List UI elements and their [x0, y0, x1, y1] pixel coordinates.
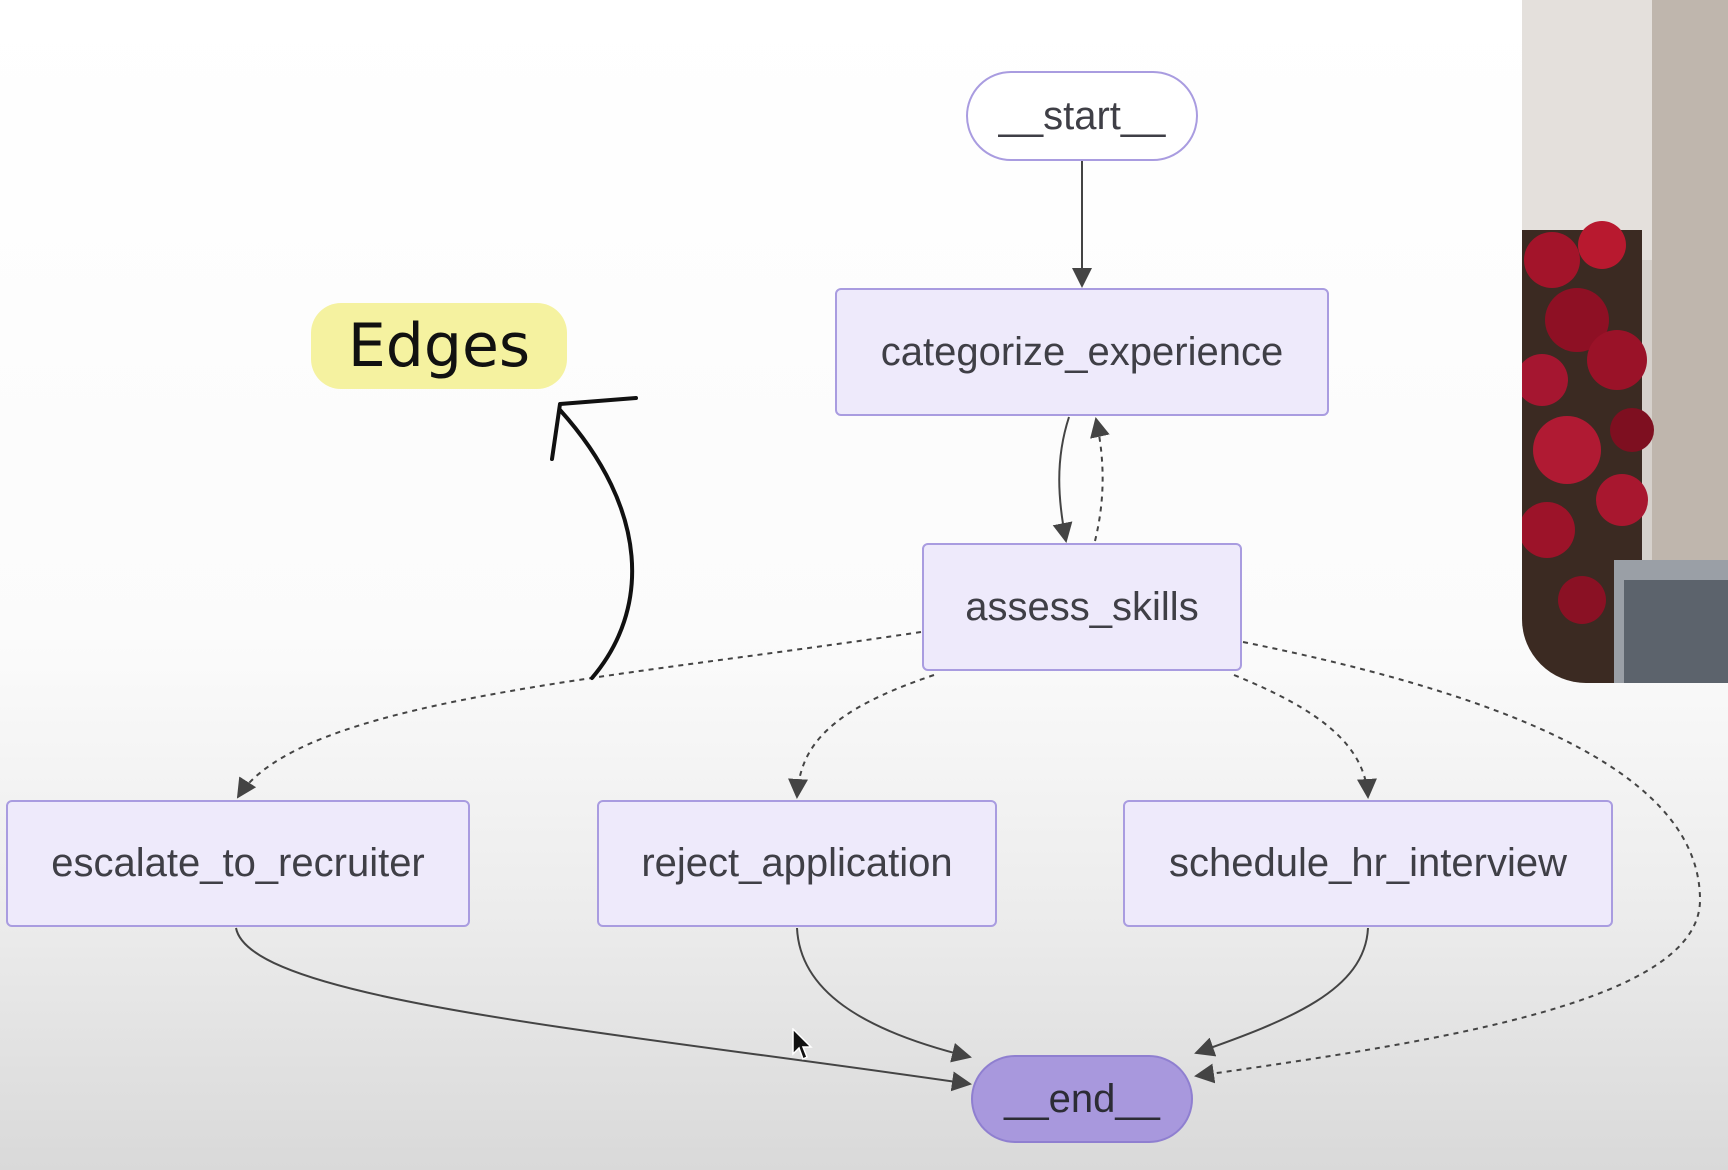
hand-drawn-arrow: [558, 408, 635, 680]
node-escalate-to-recruiter: escalate_to_recruiter: [6, 800, 470, 927]
edges-annotation: Edges: [311, 303, 567, 389]
mouse-cursor-icon: [792, 1028, 813, 1061]
edge-assess-to-reject: [788, 674, 935, 799]
node-categorize-experience: categorize_experience: [835, 288, 1329, 416]
node-start: __start__: [966, 71, 1198, 161]
edge-escalate-to-end: [235, 927, 972, 1092]
hand-drawn-arrowhead: [550, 396, 638, 461]
node-assess-skills: assess_skills: [922, 543, 1242, 671]
webcam-overlay: [1522, 0, 1728, 683]
webcam-image: [1522, 0, 1728, 683]
edge-categorize-to-assess: [1052, 416, 1073, 543]
edge-assess-to-categorize: [1090, 417, 1110, 542]
edge-schedule-to-end: [1194, 927, 1369, 1057]
node-reject-application: reject_application: [597, 800, 997, 927]
edge-reject-to-end: [796, 927, 972, 1063]
node-end: __end__: [971, 1055, 1193, 1143]
edge-assess-to-schedule: [1233, 674, 1377, 799]
node-schedule-hr-interview: schedule_hr_interview: [1123, 800, 1613, 927]
edge-assess-to-escalate: [236, 631, 922, 799]
